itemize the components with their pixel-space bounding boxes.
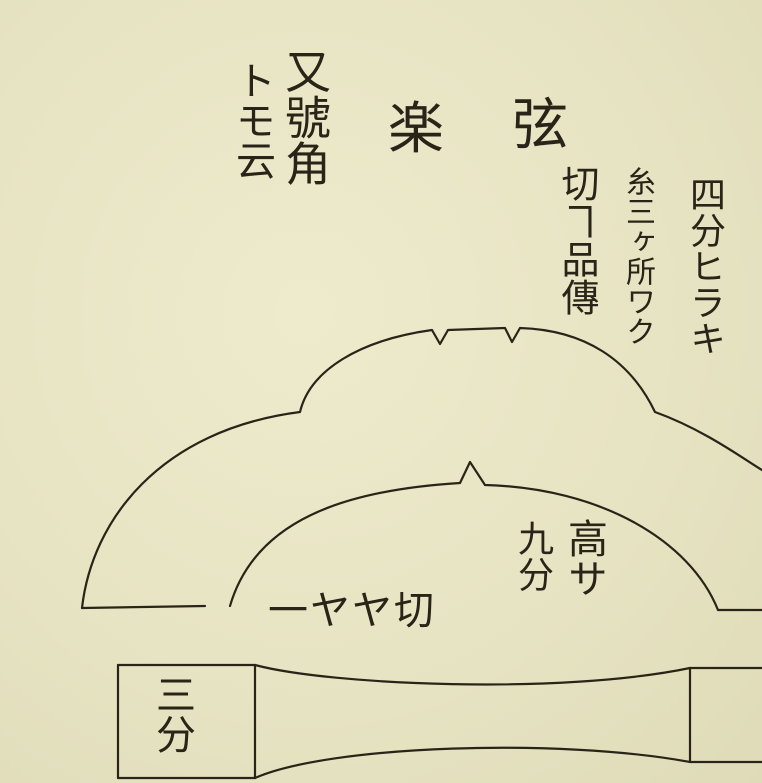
side-note-col1: 又號角 [278, 48, 332, 186]
note-right-col2: 糸三ヶ所ワク [620, 166, 655, 346]
lower-band-top-curve [253, 663, 692, 686]
note-right-col3: 切ヿ品傳 [555, 164, 599, 316]
heading-right-char: 弦 [512, 93, 568, 158]
lower-band-bottom-curve [253, 746, 692, 780]
inner-arch [228, 460, 720, 612]
outer-bridge-base-left [80, 604, 207, 610]
heading-left-char: 楽 [388, 97, 444, 162]
note-right-col1: 四分ヒラキ [684, 176, 725, 356]
height-label-col2: 九分 [512, 520, 553, 592]
outer-bridge-outline [80, 326, 762, 610]
inner-arch-label: 一ヤヤ切 [268, 588, 436, 634]
side-note-col2: トモ云 [229, 60, 275, 180]
height-label-col1: 高サ [561, 518, 607, 598]
width-label: 三分 [149, 674, 195, 754]
